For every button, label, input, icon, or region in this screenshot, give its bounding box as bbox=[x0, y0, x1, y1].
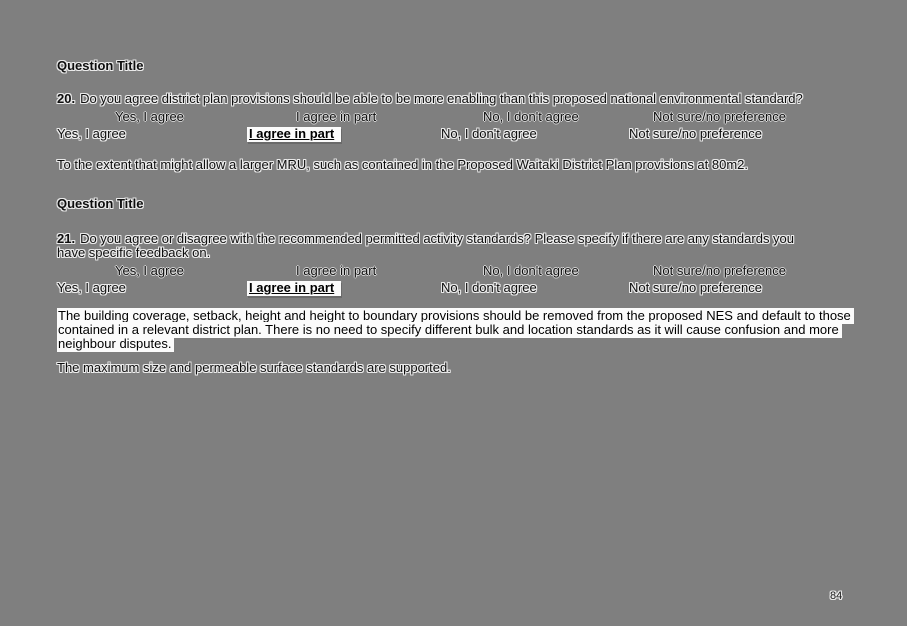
answer-option-yes: Yes, I agree bbox=[57, 126, 126, 141]
answer-option-notsure: Not sure/no preference bbox=[629, 280, 762, 295]
answer-option-part-selected: I agree in part bbox=[247, 281, 342, 296]
question-21-number: 21. bbox=[57, 231, 76, 246]
answer-option-notsure: Not sure/no preference bbox=[629, 126, 762, 141]
option-label-part: I agree in part bbox=[296, 109, 377, 124]
option-label-notsure: Not sure/no preference bbox=[653, 109, 786, 124]
answer-option-no: No, I don't agree bbox=[441, 126, 537, 141]
page-number: 84 bbox=[830, 590, 843, 602]
question-20-number: 20. bbox=[57, 91, 76, 106]
question-21-text-line2: have specific feedback on. bbox=[57, 245, 211, 260]
question-20-text: 20.Do you agree district plan provisions… bbox=[57, 91, 803, 106]
question-21-comment-line: The building coverage, setback, height a… bbox=[57, 308, 854, 324]
option-label-notsure: Not sure/no preference bbox=[653, 263, 786, 278]
question-title-label: Question Title bbox=[57, 58, 144, 73]
question-21-comment-line: neighbour disputes. bbox=[57, 336, 175, 352]
question-title-label: Question Title bbox=[57, 196, 144, 211]
question-21-comment-line: contained in a relevant district plan. T… bbox=[57, 322, 842, 338]
question-21-text-line1: 21.Do you agree or disagree with the rec… bbox=[57, 231, 795, 246]
answer-option-no: No, I don't agree bbox=[441, 280, 537, 295]
question-20-comment: To the extent that might allow a larger … bbox=[57, 157, 749, 172]
option-label-part: I agree in part bbox=[296, 263, 377, 278]
option-label-no: No, I don't agree bbox=[483, 263, 579, 278]
option-label-no: No, I don't agree bbox=[483, 109, 579, 124]
option-label-yes: Yes, I agree bbox=[115, 109, 184, 124]
answer-option-yes: Yes, I agree bbox=[57, 280, 126, 295]
option-label-yes: Yes, I agree bbox=[115, 263, 184, 278]
answer-option-part-selected: I agree in part bbox=[247, 127, 342, 142]
question-21-comment-2: The maximum size and permeable surface s… bbox=[57, 360, 451, 375]
